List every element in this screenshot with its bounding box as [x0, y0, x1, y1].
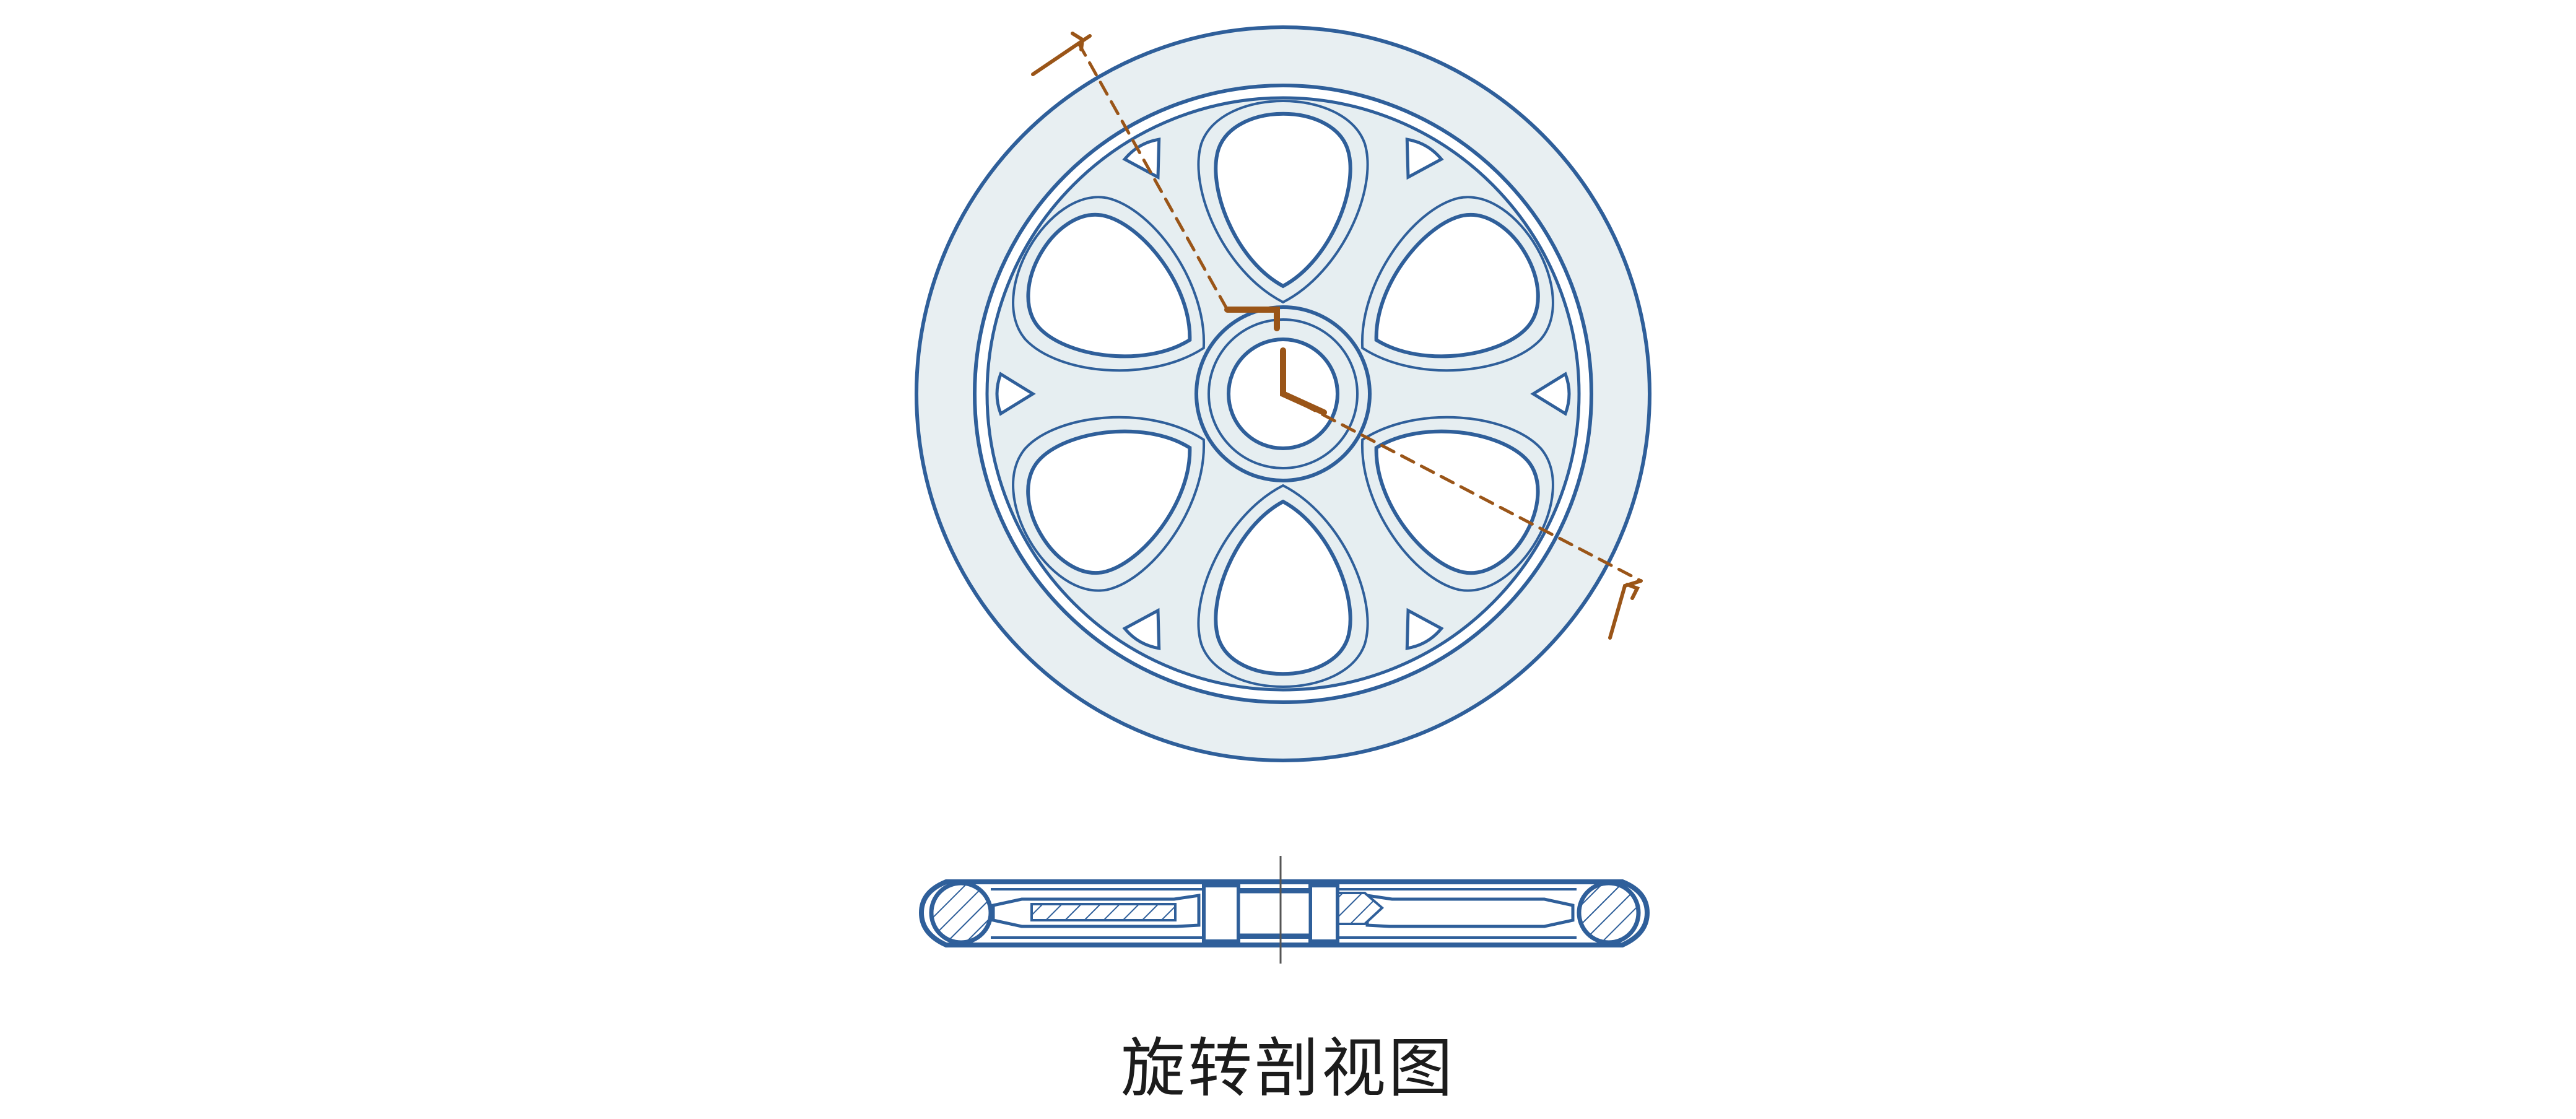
hub-step: [1208, 318, 1359, 469]
lightening-hole-inner-edge: [1361, 416, 1554, 592]
cutting-line-bend: [1224, 307, 1280, 331]
lightening-hole-inner-edge: [1012, 196, 1205, 372]
lightening-hole: [1214, 111, 1352, 289]
bore-section: [1237, 890, 1312, 937]
cutting-line-lower-leg: [1281, 392, 1643, 583]
section-arrow-lower-head: [1625, 583, 1640, 600]
cutting-line-center-mark: [1280, 347, 1327, 416]
rim-section-left: [929, 881, 993, 945]
rim-window: [1405, 137, 1444, 180]
lightening-holes: [1012, 100, 1554, 688]
section-cutting-line: [1031, 32, 1643, 640]
cutting-line-upper-leg: [1077, 41, 1229, 311]
section-arrow-lower: [1608, 579, 1643, 640]
lightening-hole: [1214, 499, 1352, 676]
handwheel-plan-view: [915, 25, 1651, 762]
lightening-hole-inner-edge: [1197, 100, 1369, 304]
section-arrow-upper: [1031, 34, 1092, 76]
spoke-section-right: [1365, 894, 1575, 928]
revolved-section-view: [918, 856, 1650, 964]
rim-section-right: [1577, 881, 1641, 945]
lightening-hole: [1026, 429, 1192, 575]
spoke-hatch-left: [1030, 903, 1177, 921]
rim-window: [1530, 372, 1571, 416]
rim-window: [1122, 607, 1161, 650]
lightening-hole-inner-edge: [1361, 196, 1554, 372]
rim-window: [995, 372, 1036, 416]
rim-window: [1405, 607, 1444, 650]
rim-window: [1122, 137, 1161, 180]
lightening-hole: [1374, 212, 1540, 359]
lightening-hole: [1374, 429, 1540, 575]
rim-windows: [995, 137, 1571, 650]
section-arrow-upper-head: [1071, 32, 1085, 51]
lightening-hole-inner-edge: [1197, 484, 1369, 688]
hub-section-right: [1308, 884, 1339, 943]
figure-caption: 旋转剖视图: [1120, 1030, 1455, 1106]
hub-section-left: [1202, 884, 1240, 943]
lightening-hole-inner-edge: [1012, 416, 1205, 592]
lightening-hole: [1026, 212, 1192, 359]
